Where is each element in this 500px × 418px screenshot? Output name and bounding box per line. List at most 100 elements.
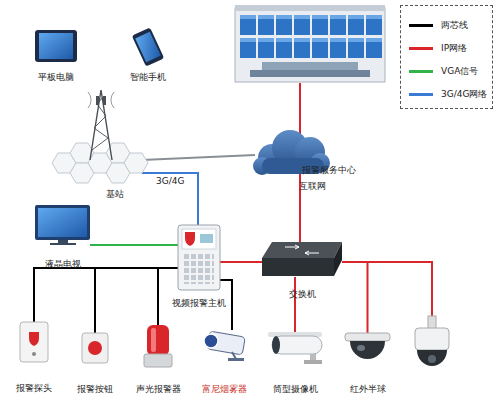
building-icon [235, 8, 385, 82]
siren-icon [151, 328, 156, 352]
button-icon [82, 333, 108, 363]
device-label: 富尼烟雾器 [170, 384, 278, 395]
legend-row: 3G/4G网络 [401, 83, 492, 106]
bullet-camera-icon [304, 360, 322, 364]
wire-connector [142, 173, 198, 225]
device-node: 交换机 [262, 242, 342, 277]
device-node: 液晶电视 [35, 205, 90, 245]
device-label: 筒型摄像机 [235, 384, 355, 395]
building-icon [235, 5, 385, 11]
phone-icon [132, 27, 164, 66]
legend-row: VGA信号 [401, 60, 492, 83]
link-label: 3G/4G [156, 176, 184, 187]
tablet-icon [35, 30, 77, 62]
legend-swatch [409, 47, 433, 50]
legend-swatch [409, 24, 433, 27]
device-label: 红外半球 [315, 384, 420, 395]
phone-icon [132, 27, 164, 66]
smoke-camera-icon [228, 358, 244, 361]
tv-icon [35, 205, 90, 240]
legend-swatch [409, 70, 433, 73]
tv-icon [38, 208, 87, 237]
wire-connector [299, 170, 301, 242]
base-station-icon [90, 90, 112, 160]
alarm-host-icon [178, 225, 220, 290]
bullet-camera-icon [310, 354, 316, 361]
device-node: 报警探头 [20, 322, 48, 362]
legend-swatch [409, 93, 433, 96]
tv-icon [50, 243, 76, 245]
alarm-host-icon [200, 234, 213, 243]
siren-icon [144, 325, 172, 367]
device-node: 视频报警主机 [178, 225, 220, 290]
device-node: 报警服务中心 [235, 5, 385, 83]
wire-connector [299, 83, 301, 134]
switch-icon [262, 242, 342, 276]
base-station-icon [103, 96, 106, 105]
speed-dome-icon [417, 350, 447, 366]
base-station-icon [92, 96, 108, 150]
alarm-host-icon [184, 254, 214, 284]
speed-dome-icon [415, 328, 449, 350]
wire-connector [220, 261, 262, 263]
button-icon [88, 341, 102, 355]
device-label: 平板电脑 [5, 72, 107, 83]
device-label: 基站 [95, 189, 135, 200]
tablet-icon [39, 33, 73, 59]
smoke-camera-icon [232, 352, 236, 359]
device-node: 智能手机 [133, 30, 163, 64]
ip-wire [342, 262, 432, 318]
device-label: 智能手机 [103, 72, 193, 83]
building-icon [262, 62, 358, 70]
device-label: 声光报警器 [115, 384, 201, 395]
smoke-camera-icon [204, 334, 218, 348]
device-label: 液晶电视 [5, 259, 120, 270]
legend-text: IP网络 [441, 43, 467, 54]
building-icon [240, 15, 382, 58]
wire-connector [95, 268, 178, 333]
legend-row: 两芯线 [401, 14, 492, 37]
device-node: 红外半球 [345, 333, 390, 368]
wire-connector [294, 277, 296, 335]
switch-icon [285, 245, 319, 255]
legend-box: 两芯线 IP网络 VGA信号 3G/4G网络 [400, 5, 493, 109]
phone-icon [135, 32, 160, 62]
device-label: 互联网 [290, 181, 335, 192]
siren-icon [147, 325, 169, 356]
bullet-camera-icon [272, 336, 322, 354]
switch-icon [262, 242, 342, 258]
device-label: 报警服务中心 [302, 165, 372, 176]
dome-camera-icon [345, 333, 390, 341]
device-node: 声光报警器 [145, 325, 171, 367]
base-station-icon [88, 92, 91, 108]
alarm-host-icon [178, 225, 220, 290]
detector-icon [32, 352, 36, 356]
base-station-icon [96, 96, 99, 105]
bullet-camera-icon [272, 336, 280, 354]
bullet-camera-icon [268, 332, 322, 364]
legend-text: 两芯线 [441, 20, 468, 31]
legend-text: 3G/4G网络 [441, 89, 487, 100]
device-node: 报警按钮 [82, 333, 108, 363]
dome-camera-icon [345, 333, 390, 359]
legend-text: VGA信号 [441, 66, 478, 77]
wire-connector [34, 268, 178, 322]
base-station-icon [52, 90, 148, 183]
speed-dome-icon [428, 355, 436, 363]
device-node: 基站 [55, 85, 150, 185]
device-label: 视频报警主机 [148, 298, 250, 309]
switch-icon [334, 242, 342, 276]
detector-icon [20, 322, 48, 362]
alarm-host-icon [185, 232, 195, 246]
device-node: 富尼烟雾器 [200, 330, 248, 360]
wire-connector [342, 262, 368, 333]
detector-icon [20, 322, 48, 362]
switch-icon [262, 258, 334, 276]
dome-camera-icon [350, 341, 385, 359]
wire-connector [158, 268, 178, 325]
siren-icon [144, 354, 172, 367]
speed-dome-icon [415, 316, 449, 366]
smoke-camera-icon [204, 331, 245, 361]
device-node: 筒型摄像机 [265, 330, 325, 365]
